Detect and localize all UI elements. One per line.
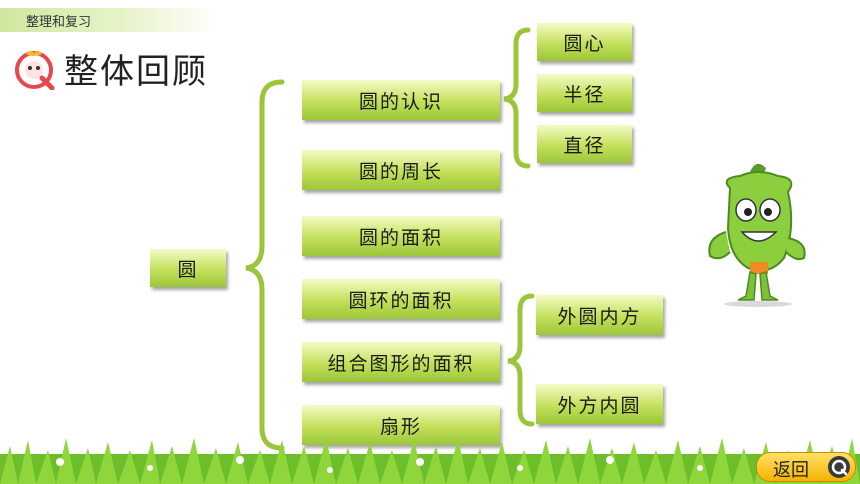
back-button[interactable]: 返回 bbox=[756, 452, 856, 482]
section-label: 整理和复习 bbox=[26, 15, 92, 30]
leaf-node: 圆心 bbox=[537, 23, 632, 61]
pepper-mascot-icon bbox=[708, 163, 806, 307]
root-node: 圆 bbox=[150, 249, 226, 287]
leaf-node: 外方内圆 bbox=[536, 384, 663, 424]
q-circle-icon bbox=[828, 456, 850, 478]
branch-node: 扇形 bbox=[302, 405, 500, 445]
knowledge-brace bbox=[503, 27, 531, 169]
leaf-node: 外圆内方 bbox=[536, 295, 663, 335]
composite-brace bbox=[507, 293, 535, 427]
branch-node: 组合图形的面积 bbox=[302, 342, 500, 382]
branch-node: 圆环的面积 bbox=[302, 279, 500, 319]
q-logo-icon bbox=[15, 50, 55, 90]
main-brace bbox=[245, 79, 285, 451]
branch-node: 圆的周长 bbox=[302, 150, 500, 190]
branch-node: 圆的面积 bbox=[302, 216, 500, 256]
grass-decoration bbox=[0, 438, 860, 484]
page-title: 整体回顾 bbox=[64, 52, 208, 92]
header-bar bbox=[0, 8, 218, 32]
leaf-node: 半径 bbox=[537, 74, 632, 112]
back-button-label: 返回 bbox=[773, 460, 809, 481]
branch-node: 圆的认识 bbox=[302, 80, 500, 120]
leaf-node: 直径 bbox=[537, 125, 632, 163]
